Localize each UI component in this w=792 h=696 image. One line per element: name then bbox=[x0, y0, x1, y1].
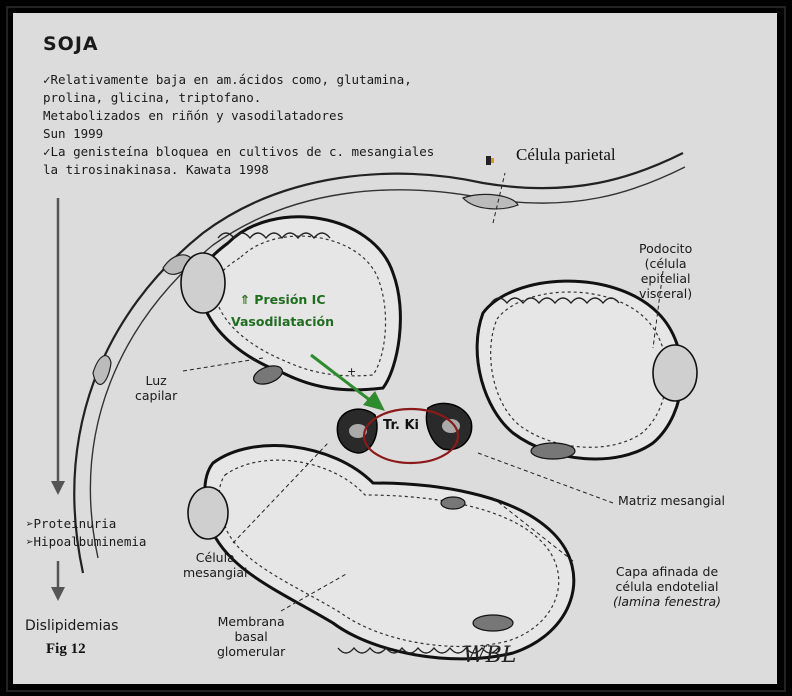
podocyte-body-top bbox=[181, 253, 225, 313]
outcome-hypoalbuminemia: ➢Hipoalbuminemia bbox=[26, 534, 146, 549]
label-endothelial-layer: Capa afinada de célula endotelial (lamin… bbox=[613, 564, 721, 609]
outcome-arrow-2 bbox=[51, 561, 65, 601]
endothelial-nucleus-4 bbox=[441, 497, 465, 509]
figure-panel: SOJA ✓Relativamente baja en am.ácidos co… bbox=[13, 13, 777, 684]
note-line-4: Sun 1999 bbox=[43, 126, 103, 141]
label-tyrosine-kinase: Tr. Ki bbox=[383, 418, 419, 433]
endothelial-nucleus-2 bbox=[531, 443, 575, 459]
artist-signature: WBL bbox=[463, 643, 516, 668]
capillary-loop-upper-right bbox=[477, 281, 682, 459]
figure-label: Fig 12 bbox=[46, 641, 86, 658]
endothelial-nucleus-3 bbox=[473, 615, 513, 631]
outcome-dyslipidemia: Dislipidemias bbox=[25, 618, 118, 634]
label-podocyte: Podocito (célula epitelial visceral) bbox=[639, 241, 692, 301]
outcome-arrow-1 bbox=[51, 198, 65, 495]
parietal-cell-nucleus bbox=[463, 194, 518, 208]
label-capillary-lumen: Luz capilar bbox=[135, 373, 177, 403]
note-line-3: Metabolizados en riñón y vasodilatadores bbox=[43, 108, 344, 123]
podocyte-body-right bbox=[653, 345, 697, 401]
label-basement-membrane: Membrana basal glomerular bbox=[217, 614, 285, 659]
note-line-2: prolina, glicina, triptofano. bbox=[43, 90, 261, 105]
parietal-marker bbox=[486, 156, 491, 165]
podocyte-body-bottom bbox=[188, 487, 228, 539]
plus-sign: + bbox=[347, 365, 356, 378]
label-parietal-cell: Célula parietal bbox=[516, 145, 616, 165]
note-line-1: ✓Relativamente baja en am.ácidos como, g… bbox=[43, 72, 412, 87]
label-mesangial-matrix: Matriz mesangial bbox=[618, 493, 725, 508]
note-line-5: ✓La genisteína bloquea en cultivos de c.… bbox=[43, 144, 434, 159]
outcome-proteinuria: ➢Proteinuria bbox=[26, 516, 116, 531]
label-pressure-vasodilation: ⇑ Presión IC Vasodilatación bbox=[231, 289, 334, 333]
parietal-cell-nucleus-3 bbox=[93, 356, 111, 385]
page-title: SOJA bbox=[43, 33, 99, 55]
note-line-6: la tirosinakinasa. Kawata 1998 bbox=[43, 162, 269, 177]
label-mesangial-cell: Célula mesangial bbox=[183, 550, 248, 580]
